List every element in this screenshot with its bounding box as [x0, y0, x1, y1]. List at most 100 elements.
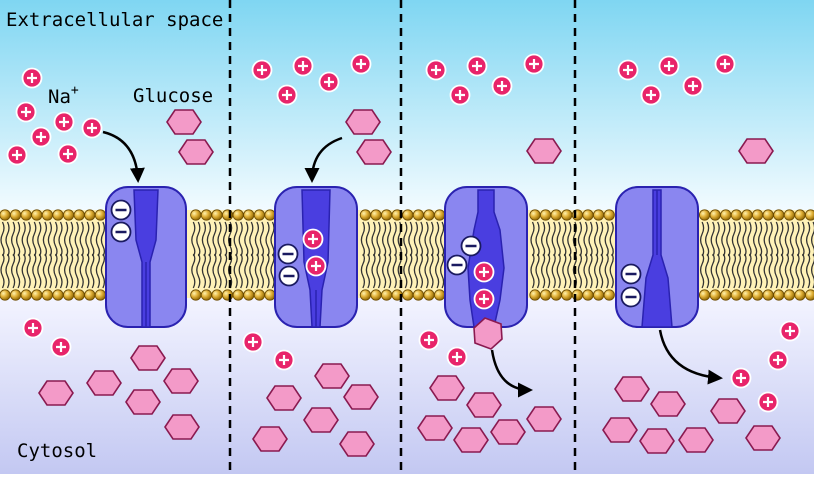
glucose-molecule — [526, 406, 562, 432]
phospholipid — [805, 209, 814, 301]
sodium-ion — [276, 84, 298, 106]
glucose-molecule — [453, 427, 489, 453]
phospholipid — [211, 209, 223, 301]
sodium-ion — [22, 317, 44, 339]
panel-dividers — [228, 0, 577, 474]
sodium-ion — [318, 71, 340, 93]
sodium-ion — [714, 53, 736, 75]
phospholipid — [370, 209, 382, 301]
sodium-label-text: Na — [48, 86, 71, 108]
phospholipid — [20, 209, 32, 301]
sodium-ion — [30, 126, 52, 148]
glucose-molecule — [490, 419, 526, 445]
curved-arrow-icon — [658, 329, 723, 385]
sodium-ion — [418, 329, 440, 351]
glucose-molecule — [417, 415, 453, 441]
curved-arrow-icon — [304, 136, 343, 183]
sodium-ion — [658, 55, 680, 77]
phospholipid — [52, 209, 64, 301]
sodium-ion — [50, 336, 72, 358]
sodium-ion — [6, 144, 28, 166]
glucose-molecule — [710, 398, 746, 424]
glucose-molecule — [466, 392, 502, 418]
sodium-ion — [466, 55, 488, 77]
binding-site — [277, 243, 299, 265]
sodium-ion — [757, 391, 779, 413]
glucose-molecule — [166, 109, 202, 135]
glucose-molecule — [266, 385, 302, 411]
phospholipid — [773, 209, 785, 301]
sodium-ion — [473, 261, 495, 283]
sodium-ion — [15, 101, 37, 123]
sodium-label: Na+ — [48, 83, 79, 108]
sodium-ion — [617, 59, 639, 81]
phospholipid — [200, 209, 212, 301]
phospholipid — [698, 209, 711, 301]
glucose-molecule — [252, 426, 288, 452]
glucose-label: Glucose — [133, 85, 213, 107]
phospholipid — [31, 209, 43, 301]
phospholipid — [783, 209, 796, 301]
movement-arrows — [102, 130, 723, 398]
glucose-molecule — [178, 139, 214, 165]
glucose-molecule — [745, 425, 781, 451]
phospholipid — [603, 209, 615, 301]
phospholipid — [402, 209, 414, 301]
glucose-molecule — [314, 363, 350, 389]
sodium-ion — [273, 349, 295, 371]
glucose-molecule — [125, 389, 161, 415]
glucose-molecule — [429, 375, 465, 401]
glucose-molecule — [86, 370, 122, 396]
phospholipid — [741, 209, 753, 301]
phospholipid — [423, 209, 435, 301]
curved-arrow-icon — [490, 349, 533, 398]
curved-arrow-icon — [102, 130, 145, 183]
sodium-charge-label: + — [71, 83, 79, 98]
labels: Extracellular space Na+ Glucose Cytosol — [6, 9, 223, 462]
phospholipid — [720, 209, 732, 301]
binding-site — [110, 221, 132, 243]
sodium-ion — [491, 75, 513, 97]
phospholipid — [41, 209, 54, 301]
sodium-ion — [251, 59, 273, 81]
binding-site — [620, 263, 642, 285]
phospholipid — [582, 209, 594, 301]
sodium-ion — [449, 84, 471, 106]
glucose-molecule — [602, 417, 638, 443]
binding-site — [110, 199, 132, 221]
sodium-ion — [779, 320, 801, 342]
glucose-molecule — [164, 414, 200, 440]
sodium-ion — [81, 117, 103, 139]
sodium-ion — [446, 346, 468, 368]
phospholipid — [730, 209, 743, 301]
binding-site — [620, 286, 642, 308]
binding-site — [460, 235, 482, 257]
sodium-ion — [523, 53, 545, 75]
phospholipid — [412, 209, 424, 301]
sodium-ion — [473, 288, 495, 310]
phospholipid — [433, 209, 446, 301]
extracellular-label: Extracellular space — [6, 9, 223, 31]
sodium-ion — [302, 228, 324, 250]
sodium-ion — [53, 111, 75, 133]
phospholipid — [762, 209, 774, 301]
phospholipid — [232, 209, 244, 301]
glucose-molecule — [639, 428, 675, 454]
glucose-molecule — [738, 138, 774, 164]
glucose-molecule — [130, 345, 166, 371]
lipid-bilayer — [0, 209, 814, 301]
glucose-molecule — [614, 376, 650, 402]
phospholipid — [190, 209, 202, 301]
phospholipid — [380, 209, 393, 301]
glucose-molecule — [356, 139, 392, 165]
phospholipid — [243, 209, 255, 301]
glucose-molecule — [303, 407, 339, 433]
glucose-molecule — [526, 138, 562, 164]
glucose-molecule — [473, 317, 503, 350]
cytosol-label: Cytosol — [17, 440, 97, 462]
sodium-ion — [767, 349, 789, 371]
transporter-state-1 — [105, 186, 187, 328]
molecules — [6, 53, 801, 457]
phospholipid — [794, 209, 806, 301]
